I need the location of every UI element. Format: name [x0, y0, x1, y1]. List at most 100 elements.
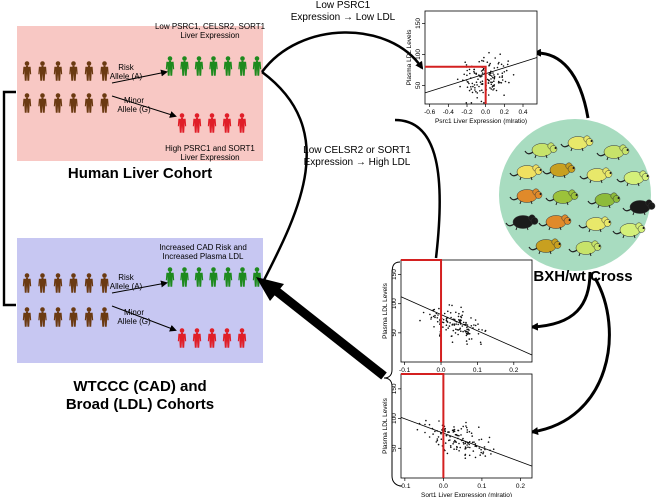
data-point	[466, 343, 468, 345]
y-tick-label: 100	[391, 298, 398, 309]
data-point	[458, 312, 460, 315]
x-tick-label: 0.2	[500, 109, 509, 116]
data-point	[473, 70, 475, 73]
human-high-expression-group	[177, 113, 247, 133]
data-point	[501, 76, 504, 78]
data-point	[489, 74, 492, 76]
data-point	[465, 340, 468, 342]
person-risk-figure	[53, 307, 63, 327]
data-point	[481, 89, 483, 91]
person-minor-allele-figure	[177, 328, 187, 348]
data-point	[474, 445, 477, 448]
x-tick-label: -0.2	[461, 109, 473, 116]
data-point	[478, 426, 480, 429]
data-point	[476, 97, 479, 99]
data-point	[452, 443, 454, 445]
data-point	[502, 65, 505, 67]
data-point	[490, 83, 493, 86]
data-point	[492, 89, 494, 91]
data-point	[476, 92, 479, 94]
x-axis-label: Sort1 Liver Expression (mlratio)	[421, 492, 512, 497]
data-point	[444, 430, 447, 433]
person-risk-figure	[84, 61, 94, 81]
data-point	[460, 434, 462, 436]
data-point	[458, 450, 460, 452]
data-point	[429, 313, 431, 316]
data-point	[434, 314, 436, 317]
data-point	[447, 310, 449, 313]
data-point	[436, 317, 439, 319]
data-point	[489, 87, 491, 89]
data-point	[474, 319, 477, 321]
person-high-expression-figure	[192, 113, 202, 133]
celsr2-scatter-plot: -0.10.00.10.250100150Celsr2 Liver Expres…	[382, 259, 533, 383]
data-point	[457, 323, 460, 326]
data-point	[481, 82, 484, 85]
person-high-expression-figure	[237, 113, 247, 133]
y-axis-label: Plasma LDL Levels	[382, 282, 389, 339]
wtccc-minor-allele-arrow	[111, 305, 177, 332]
data-point	[477, 323, 479, 325]
data-point	[449, 322, 451, 324]
data-point	[478, 85, 480, 88]
data-point	[479, 81, 482, 83]
data-point	[468, 441, 471, 443]
data-point	[482, 69, 484, 71]
data-point	[493, 75, 496, 78]
y-tick-label: 150	[415, 18, 422, 29]
data-point	[468, 89, 471, 92]
data-point	[472, 85, 474, 88]
data-point	[455, 311, 457, 314]
data-point	[457, 333, 459, 336]
data-point	[506, 63, 509, 66]
data-point	[476, 84, 478, 86]
y-tick-label: 50	[391, 329, 398, 337]
data-point	[462, 437, 464, 440]
data-point	[442, 326, 444, 328]
human-to-wtccc-curve	[260, 70, 308, 285]
x-tick-label: -0.1	[399, 367, 411, 374]
data-point	[481, 80, 484, 82]
person-minor-allele-figure	[192, 328, 202, 348]
person-low-expression-figure	[252, 56, 262, 76]
data-point	[493, 88, 495, 90]
heavy-arrow-head	[256, 277, 284, 301]
person-risk-figure	[22, 273, 32, 293]
data-point	[503, 71, 506, 73]
data-point	[454, 433, 457, 436]
data-point	[493, 67, 496, 69]
person-increased-risk-figure	[209, 267, 218, 287]
data-point	[483, 56, 485, 59]
person-low-expression-figure	[209, 56, 218, 76]
data-point	[497, 73, 499, 75]
data-point	[483, 446, 486, 448]
wtccc-cohort-panel	[17, 238, 263, 363]
data-point	[468, 332, 471, 335]
person-risk-figure	[53, 273, 63, 293]
data-point	[470, 432, 473, 435]
wtccc-minor-group	[177, 328, 247, 348]
data-point	[454, 439, 456, 442]
data-point	[486, 61, 489, 63]
data-point	[492, 85, 494, 87]
data-point	[440, 432, 442, 435]
data-point	[484, 455, 487, 457]
data-point	[455, 328, 457, 331]
data-point	[449, 312, 452, 314]
data-point	[463, 73, 466, 76]
y-tick-label: 50	[415, 81, 422, 89]
data-point	[451, 324, 454, 326]
human-cohort-title: Human Liver Cohort	[67, 165, 213, 182]
y-axis-label: Plasma LDL Levels	[406, 29, 413, 86]
data-point	[474, 456, 477, 459]
data-point	[436, 438, 439, 440]
data-point	[457, 429, 460, 432]
data-point	[480, 451, 483, 454]
data-point	[478, 447, 481, 449]
data-point	[468, 68, 471, 71]
data-point	[461, 314, 464, 317]
person-risk-figure	[38, 93, 47, 113]
